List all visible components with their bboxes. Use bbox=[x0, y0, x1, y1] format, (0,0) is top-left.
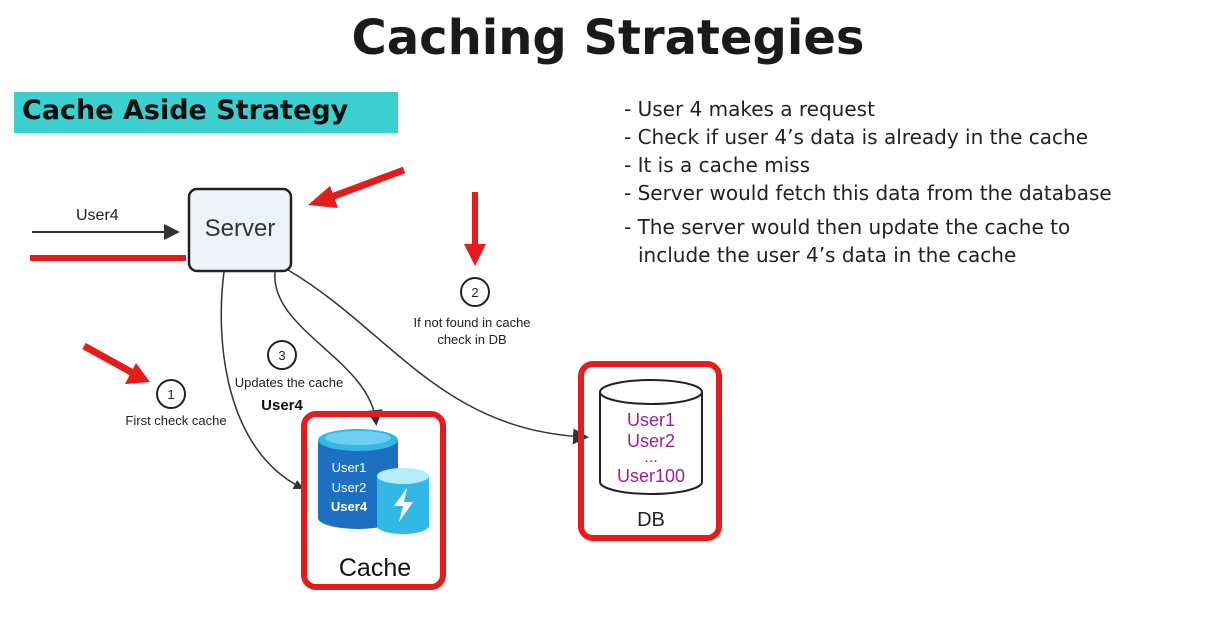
incoming-user-label: User4 bbox=[76, 207, 119, 224]
step-2-label-line1: If not found in cache bbox=[413, 315, 530, 330]
step-1-circle bbox=[156, 379, 186, 409]
lightning-cache-icon bbox=[377, 468, 429, 534]
note-item: - User 4 makes a request bbox=[624, 97, 875, 121]
server-to-cache-update-path bbox=[274, 271, 383, 426]
note-item: - It is a cache miss bbox=[624, 153, 811, 177]
cache-entry: User1 bbox=[332, 460, 367, 475]
red-pointer-arrow-server bbox=[308, 166, 406, 208]
red-pointer-arrow-step2 bbox=[464, 192, 486, 266]
db-entry: User100 bbox=[617, 466, 685, 486]
cache-entry: User2 bbox=[332, 480, 367, 495]
step-3-number: 3 bbox=[278, 348, 285, 363]
step-3-label-line1: Updates the cache bbox=[235, 375, 343, 390]
note-item: - The server would then update the cache… bbox=[624, 215, 1071, 239]
step-3-circle bbox=[267, 340, 297, 370]
cache-highlight-frame bbox=[301, 411, 446, 590]
step-1-label: First check cache bbox=[125, 413, 226, 428]
note-item: - Server would fetch this data from the … bbox=[624, 181, 1112, 205]
note-item-continued: include the user 4’s data in the cache bbox=[638, 243, 1017, 267]
page-title: Caching Strategies bbox=[351, 10, 865, 66]
cache-label: Cache bbox=[339, 554, 411, 582]
note-item: - Check if user 4’s data is already in t… bbox=[624, 125, 1089, 149]
server-box bbox=[187, 187, 293, 273]
subtitle-text: Cache Aside Strategy bbox=[22, 95, 349, 126]
db-label: DB bbox=[637, 509, 665, 531]
db-entry: ... bbox=[644, 449, 657, 466]
server-to-db-path bbox=[287, 269, 589, 445]
subtitle-badge: Cache Aside Strategy bbox=[14, 92, 398, 133]
db-highlight-frame bbox=[578, 361, 722, 541]
server-to-cache-check-path bbox=[220, 271, 304, 489]
step-2-label-line2: check in DB bbox=[437, 332, 506, 347]
red-pointer-arrow-step1 bbox=[82, 342, 150, 384]
server-label: Server bbox=[205, 215, 276, 242]
db-cylinder-icon bbox=[599, 379, 703, 495]
cache-entry: User4 bbox=[331, 499, 368, 514]
notes-list: - User 4 makes a request - Check if user… bbox=[624, 95, 1112, 269]
step-3-label-line2: User4 bbox=[261, 397, 303, 414]
db-entry: User2 bbox=[627, 431, 675, 451]
step-2-number: 2 bbox=[471, 285, 478, 300]
step-2-circle bbox=[460, 277, 490, 307]
step-1-number: 1 bbox=[167, 387, 174, 402]
db-entry: User1 bbox=[627, 410, 675, 430]
